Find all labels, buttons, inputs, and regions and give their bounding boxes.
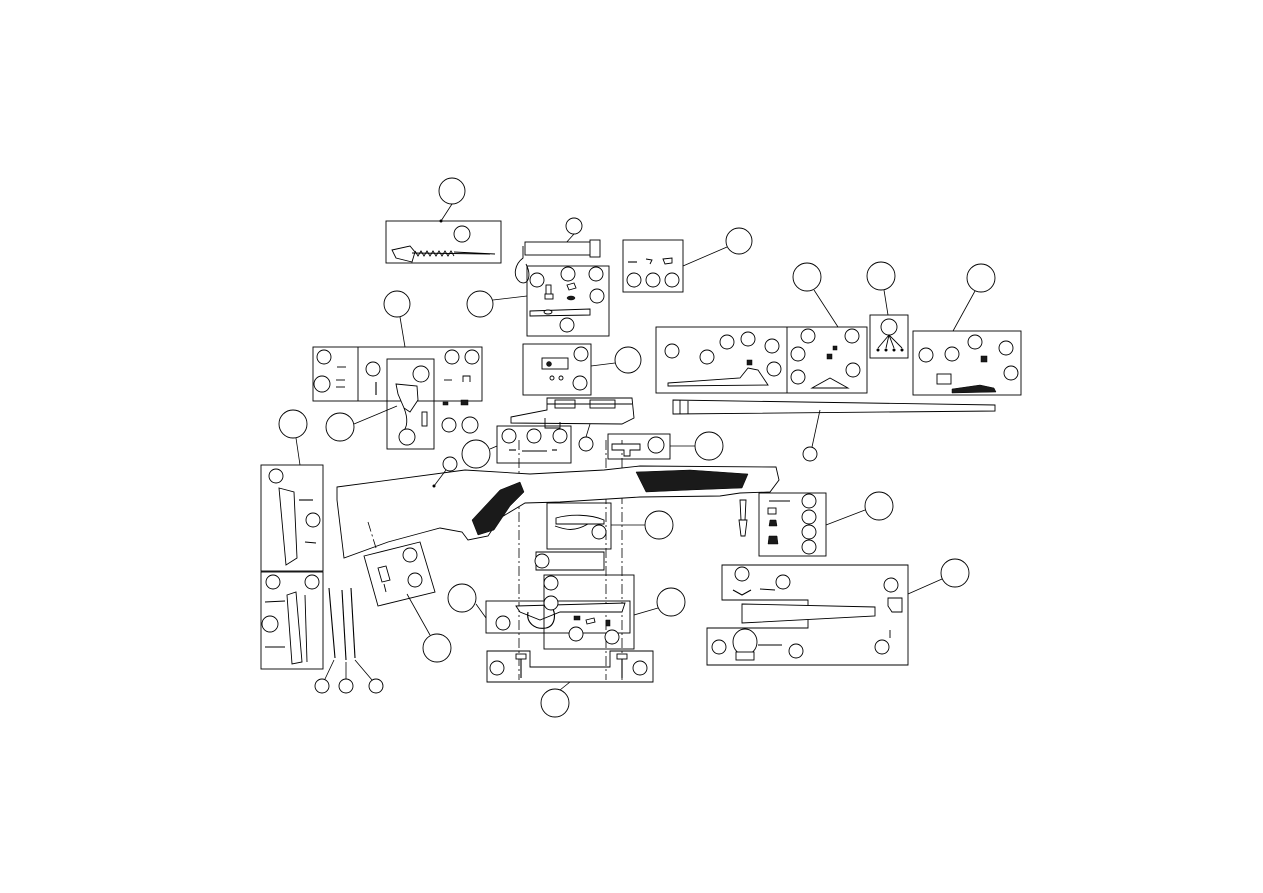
bolt-assembly-group	[466, 217, 610, 337]
grip-cap-group	[260, 571, 324, 670]
forend-tip-group	[706, 558, 970, 666]
receiver-group	[510, 397, 635, 452]
magazine-group	[534, 502, 674, 571]
barrel-group	[672, 399, 996, 462]
trigger-assembly-group	[312, 290, 483, 450]
safety-parts-group	[461, 425, 572, 469]
rear-sight-group	[655, 262, 868, 394]
guard-screws-group	[486, 650, 654, 718]
front-swivel-parts-group	[738, 491, 894, 557]
swivel-screws-group	[314, 587, 384, 694]
floorplate-group	[543, 574, 686, 650]
trigger-guard-group	[447, 583, 631, 634]
extractor-kit-group	[522, 343, 642, 396]
stock-group	[336, 456, 780, 559]
scope-base-group	[607, 431, 724, 461]
firing-pin-assembly-group	[385, 177, 502, 264]
front-sight-parts-group	[912, 263, 1022, 396]
grip-swivel-group	[363, 541, 452, 663]
bolt-small-parts-group	[622, 227, 753, 293]
sight-screws-group	[866, 261, 909, 359]
buttplate-group	[260, 409, 324, 572]
